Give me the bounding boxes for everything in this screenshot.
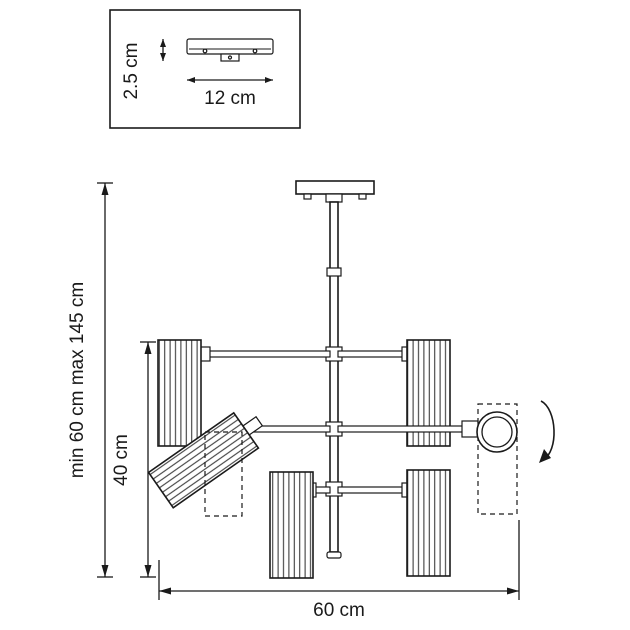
lampshade-alt-position-outline (477, 403, 518, 515)
mount-tab-screw (227, 55, 233, 60)
swivel-shade-end-view (476, 411, 518, 453)
ceiling-canopy (295, 180, 375, 203)
arrow-down-icon (101, 565, 109, 577)
middle-left-arm (147, 411, 331, 517)
rod-telescopic-joint (326, 267, 342, 277)
fixture-height-dimension: 40 cm (111, 341, 156, 578)
canopy-screw (303, 193, 312, 200)
inset-border (109, 9, 301, 129)
arm (207, 350, 331, 358)
arm (337, 350, 407, 358)
ceiling-mount-drawing (186, 38, 274, 62)
upper-left-arm (157, 339, 331, 447)
lampshade (269, 471, 314, 579)
lampshade (157, 339, 202, 447)
inset-panel: 2.5 cm 12 cm (109, 9, 301, 129)
mount-screw (252, 48, 258, 54)
chandelier-drawing (147, 180, 555, 579)
canopy-plate (295, 180, 375, 195)
central-rod (329, 201, 339, 553)
width-label: 60 cm (313, 600, 365, 621)
arm (337, 425, 467, 433)
canopy-hub (325, 193, 343, 203)
lampshade-tilted (147, 411, 260, 509)
lower-left-arm (269, 471, 331, 579)
width-dimension: 60 cm (158, 520, 520, 621)
arrow-down-icon (160, 53, 166, 61)
inset-height-dimension: 2.5 cm (121, 39, 166, 100)
mount-plate (186, 38, 274, 55)
fixture-height-label: 40 cm (111, 434, 132, 486)
canopy-screw (358, 193, 367, 200)
arm-sleeve (461, 420, 479, 438)
arrow-up-icon (101, 183, 109, 195)
lampshade (406, 469, 451, 577)
arrow-up-icon (144, 342, 152, 354)
rotation-arc (540, 400, 555, 461)
arrow-right-icon (265, 77, 273, 83)
inset-height-label: 2.5 cm (121, 42, 142, 99)
arm (337, 486, 407, 494)
lower-right-arm (337, 469, 451, 577)
arrow-up-icon (160, 39, 166, 47)
arrow-left-icon (187, 77, 195, 83)
arrow-left-icon (159, 587, 171, 595)
arrow-down-icon (144, 565, 152, 577)
rotation-arrow-icon (539, 400, 555, 463)
arrow-right-icon (507, 587, 519, 595)
tilted-lampshade-group (147, 411, 264, 509)
overall-height-dimension: min 60 cm max 145 cm (67, 182, 113, 578)
middle-right-arm (337, 400, 555, 515)
mount-screw (202, 48, 208, 54)
inset-width-dimension: 12 cm (187, 77, 273, 109)
rotation-arrowhead (539, 449, 551, 463)
rod-end-cap (326, 551, 342, 559)
swivel-shade-inner-rim (481, 416, 513, 448)
inset-width-label: 12 cm (204, 88, 256, 109)
lampshade-alt-position-outline (204, 431, 243, 517)
overall-height-label: min 60 cm max 145 cm (67, 282, 88, 478)
